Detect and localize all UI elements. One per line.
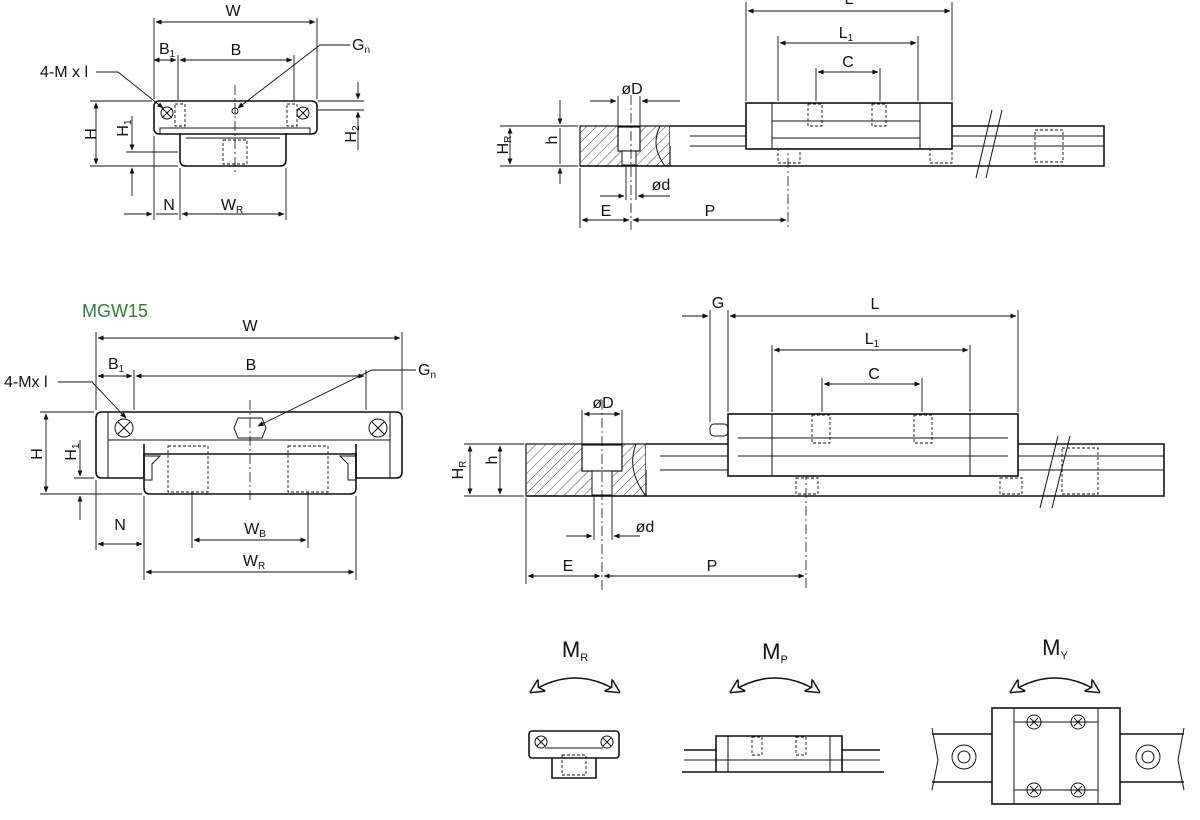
label-B1: B1	[108, 356, 125, 375]
screw-icon	[114, 418, 134, 438]
label-L: L	[871, 296, 880, 313]
top-end-view: W B B1 4-M x l Gn H H1 H2	[40, 3, 370, 220]
label-4-Mx-l: 4-Mx l	[4, 374, 48, 391]
label-WR: WR	[243, 553, 265, 572]
label-H1: H1	[115, 119, 134, 137]
bottom-side-view: G L L1 C øD HR h ød E	[450, 295, 1165, 590]
label-P: P	[705, 203, 716, 220]
rotation-arrow-icon	[731, 677, 819, 692]
label-E: E	[601, 203, 612, 220]
label-MY: MY	[1042, 635, 1068, 662]
label-L1: L1	[865, 331, 880, 350]
label-HR: HR	[495, 136, 514, 155]
label-H: H	[29, 448, 46, 460]
label-HR: HR	[450, 461, 469, 480]
block-side	[745, 102, 953, 150]
label-E: E	[563, 558, 574, 575]
label-4-M-x-l: 4-M x l	[40, 64, 88, 81]
label-Gn: Gn	[352, 37, 370, 56]
label-h: h	[544, 136, 561, 145]
label-W: W	[242, 318, 258, 335]
label-oD: øD	[621, 81, 642, 98]
label-h: h	[484, 456, 501, 465]
label-N: N	[114, 517, 126, 534]
label-H2: H2	[343, 125, 362, 143]
label-od: ød	[652, 177, 671, 194]
screw-icon	[368, 418, 388, 438]
label-od: ød	[636, 519, 655, 536]
label-C: C	[868, 366, 880, 383]
rail-profile	[179, 133, 287, 167]
moment-MY: MY	[931, 635, 1185, 805]
label-B1: B1	[159, 41, 176, 60]
moment-MP: MP	[682, 639, 884, 773]
moment-MR: MR	[528, 637, 619, 779]
label-P: P	[707, 558, 718, 575]
label-L: L	[845, 0, 854, 8]
label-B: B	[231, 42, 242, 59]
bottom-end-view: MGW15 W B B1 4-M	[4, 301, 436, 580]
label-C: C	[842, 54, 854, 71]
label-W: W	[225, 3, 241, 20]
label-MR: MR	[562, 637, 588, 664]
label-N: N	[163, 197, 175, 214]
block-outline	[153, 100, 318, 135]
label-G: G	[712, 295, 724, 312]
label-H: H	[83, 128, 100, 140]
label-L1: L1	[839, 25, 854, 44]
label-H1: H1	[63, 443, 82, 461]
label-WR: WR	[221, 197, 243, 216]
rotation-arrow-icon	[531, 677, 619, 692]
block-outline	[95, 411, 403, 479]
model-title: MGW15	[82, 301, 148, 321]
block-top-view	[991, 707, 1121, 805]
label-oD: øD	[592, 395, 613, 412]
grease-nipple-icon	[233, 417, 267, 439]
grease-nipple-icon	[709, 423, 729, 437]
label-Gn: Gn	[418, 362, 436, 381]
label-WB: WB	[244, 521, 266, 540]
screw-icon	[296, 106, 310, 120]
rotation-arrow-icon	[1011, 677, 1099, 692]
top-side-view: L L1 C øD HR h ød E P	[495, 0, 1105, 230]
screw-icon	[160, 106, 174, 120]
label-B: B	[246, 357, 257, 374]
label-MP: MP	[762, 639, 788, 666]
